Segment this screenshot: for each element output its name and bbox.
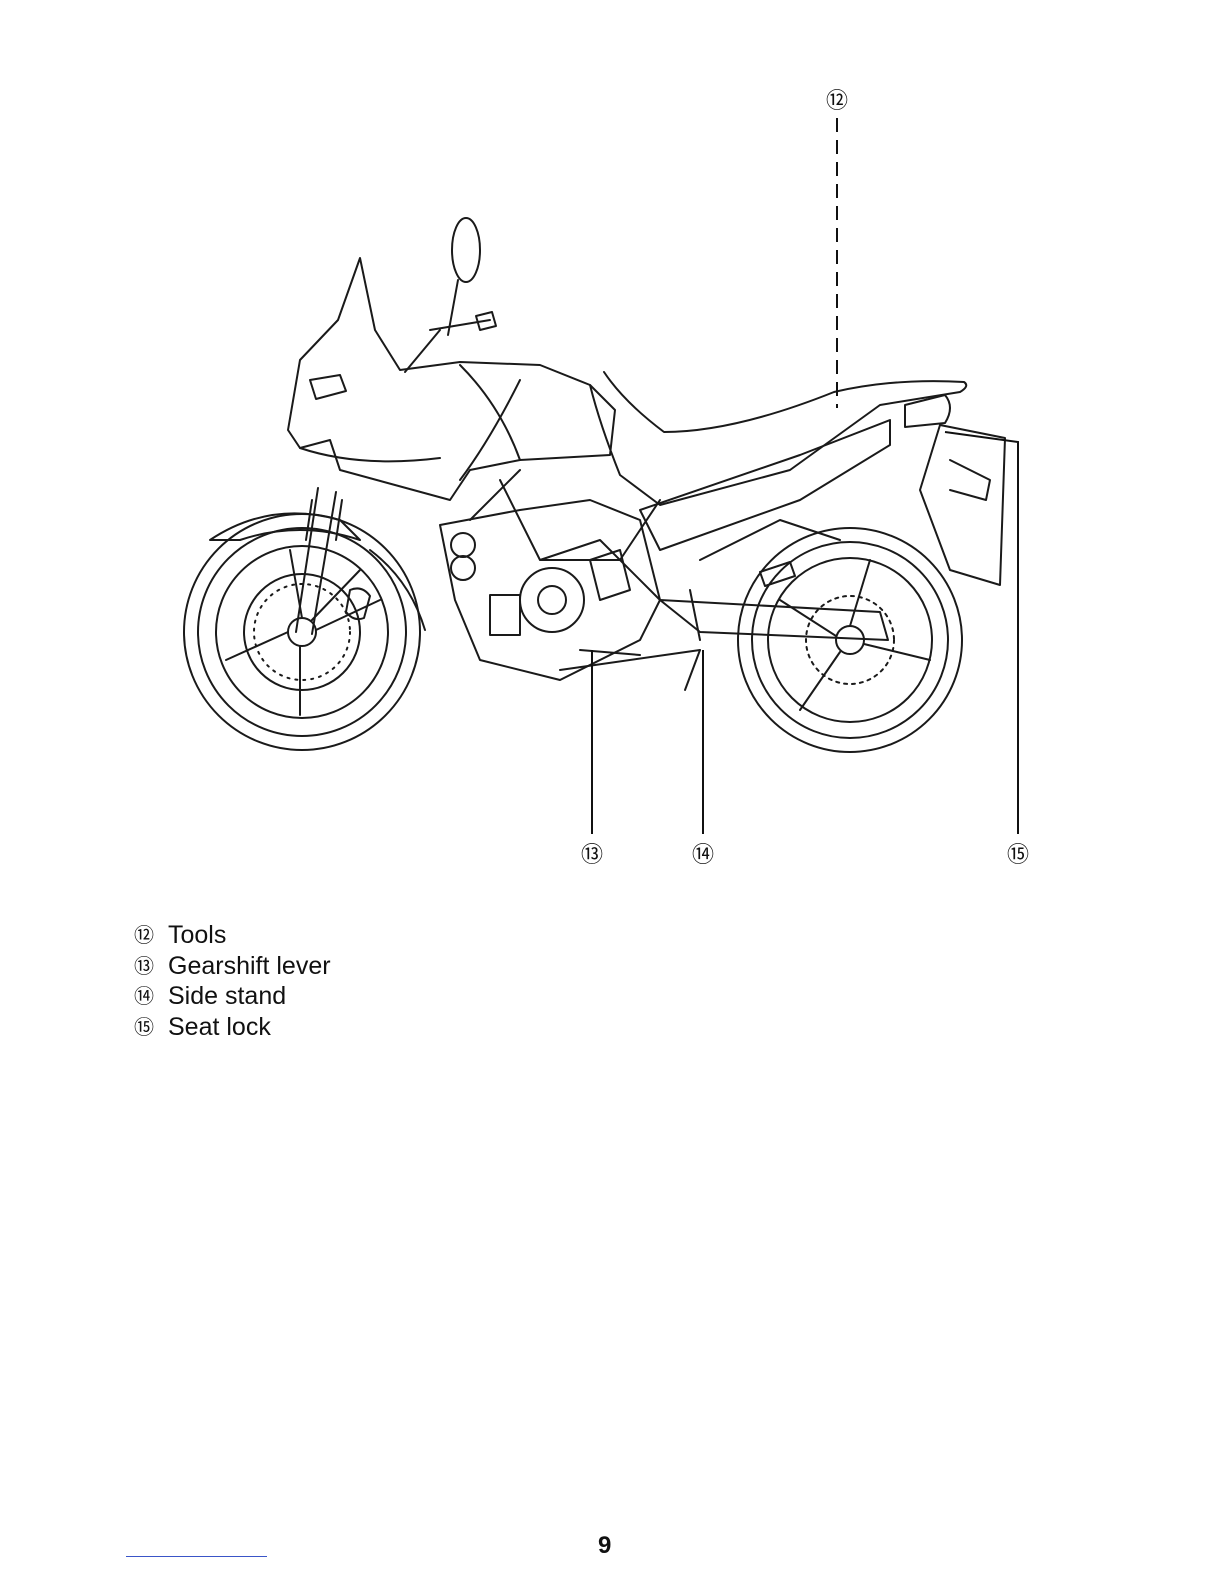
callout-12: ⑫ <box>826 89 848 114</box>
legend-number: ⑫ <box>134 920 168 951</box>
side-stand <box>685 650 700 690</box>
legend-label: Gearshift lever <box>168 951 331 982</box>
legend-number: ⑭ <box>134 981 168 1012</box>
legend-number: ⑬ <box>134 951 168 982</box>
legend-item: ⑬ Gearshift lever <box>134 951 331 982</box>
page-number: 9 <box>598 1532 611 1560</box>
legend-label: Seat lock <box>168 1012 271 1043</box>
rear-wheel <box>738 528 962 752</box>
legend-number: ⑮ <box>134 1012 168 1043</box>
callout-legend: ⑫ Tools ⑬ Gearshift lever ⑭ Side stand ⑮… <box>134 920 331 1042</box>
seat <box>590 372 1005 585</box>
fairing <box>288 258 615 500</box>
handlebar <box>405 218 496 372</box>
legend-label: Side stand <box>168 981 286 1012</box>
motorcycle-illustration: ⑫ ⑬ ⑭ ⑮ <box>0 0 1224 900</box>
front-fork <box>210 488 425 634</box>
footer-rule <box>126 1556 267 1557</box>
legend-item: ⑮ Seat lock <box>134 1012 331 1043</box>
legend-item: ⑭ Side stand <box>134 981 331 1012</box>
legend-label: Tools <box>168 920 226 951</box>
front-wheel <box>184 514 420 750</box>
engine <box>440 470 700 680</box>
legend-item: ⑫ Tools <box>134 920 331 951</box>
callout-14: ⑭ <box>692 843 714 868</box>
callout-13: ⑬ <box>581 843 603 868</box>
callout-15: ⑮ <box>1007 843 1029 868</box>
